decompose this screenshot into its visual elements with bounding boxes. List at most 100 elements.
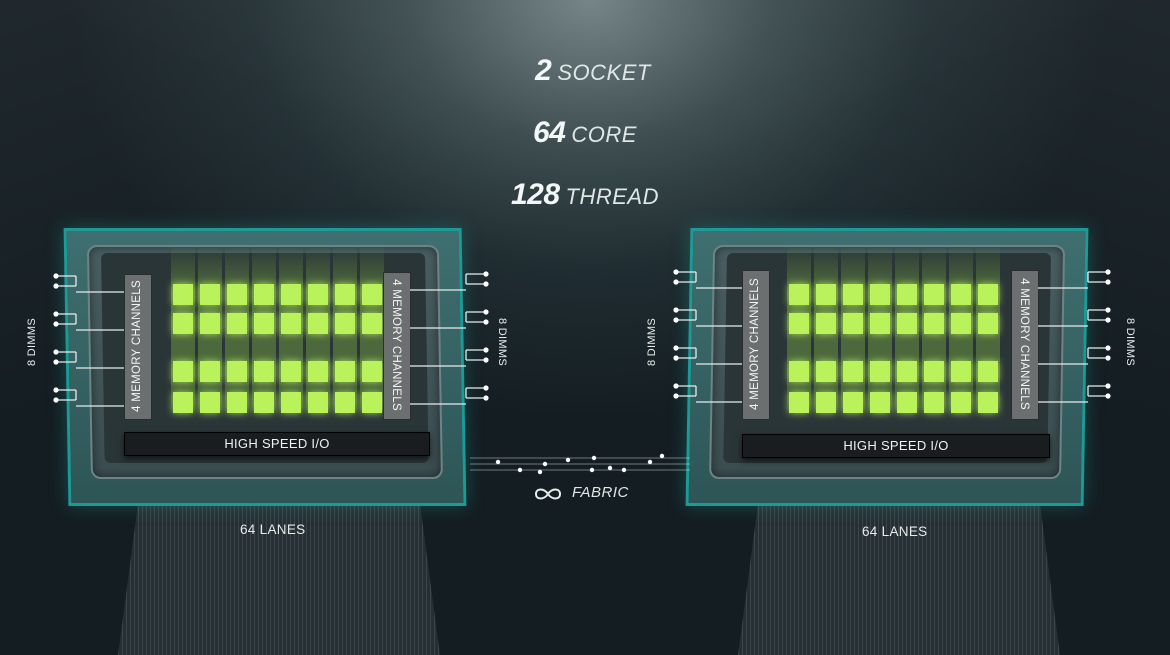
fabric-signal-dot [589,467,595,473]
cpu-core [254,392,274,413]
cpu-core [924,392,944,413]
cpu-core [308,361,328,382]
infinity-icon [534,488,562,500]
socket-2-dimms-left: 8 DIMMS [645,318,658,366]
cpu-core [870,361,890,382]
socket-unit: SOCKET [557,60,651,85]
cpu-core [254,313,274,334]
cpu-core [362,392,382,413]
cpu-core [362,313,382,334]
cpu-core [227,392,247,413]
fabric-signal-dot [565,457,571,463]
socket-1-memory-left-label: 4 MEMORY CHANNELS [131,280,143,412]
dimm-pin [53,359,59,365]
cpu-core [789,313,809,334]
dimm-pin [1105,317,1111,323]
dimm-pin [483,347,489,353]
dimm-pin [673,279,679,285]
dimm-pin [53,311,59,317]
dimm-pin [1105,345,1111,351]
dimm-pin [483,385,489,391]
fabric-signal-dot [607,465,613,471]
cpu-core [951,361,971,382]
socket-1-memory-left [124,274,152,420]
dimm-pin [673,393,679,399]
socket-2-memory-right [1011,270,1039,420]
cpu-core [308,313,328,334]
cpu-core [870,392,890,413]
dimm-pin [483,281,489,287]
cpu-core [951,284,971,305]
socket-1-dimms-left: 8 DIMMS [25,318,38,366]
cpu-core [978,392,998,413]
cpu-core [227,284,247,305]
cpu-core [870,284,890,305]
fabric-signal-dot [542,461,548,467]
cpu-core [816,392,836,413]
cpu-core [200,313,220,334]
cpu-core [897,313,917,334]
cpu-core [843,361,863,382]
dimm-pin [673,355,679,361]
fabric-signal-dot [659,453,665,459]
dimm-pin [1105,355,1111,361]
dimm-pin [53,273,59,279]
dimm-pin [673,269,679,275]
cpu-core [227,361,247,382]
cpu-core [281,313,301,334]
cpu-core [951,392,971,413]
socket-2-memory-right-label: 4 MEMORY CHANNELS [1018,278,1030,410]
cpu-core [335,284,355,305]
core-unit: CORE [571,122,637,147]
cpu-core [978,313,998,334]
cpu-core [897,284,917,305]
cpu-core [951,313,971,334]
dimm-pin [673,317,679,323]
cpu-core [200,284,220,305]
socket-1-memory-right [383,272,411,420]
socket-2-dimms-right: 8 DIMMS [1123,318,1136,366]
cpu-core [335,313,355,334]
socket-1-lanes-label: 64 LANES [240,522,306,537]
socket-2-memory-left [742,270,770,420]
cpu-core [870,313,890,334]
thread-number: 128 [510,178,560,211]
socket-2-memory-left-label: 4 MEMORY CHANNELS [749,278,761,410]
dimm-pin [1105,383,1111,389]
dimm-pin [483,309,489,315]
dimm-pin [1105,393,1111,399]
cpu-core [843,392,863,413]
dimm-pin [1105,279,1111,285]
socket-number: 2 [535,54,552,87]
fabric-signal-dot [517,467,523,473]
socket-1-high-speed-io: HIGH SPEED I/O [124,432,430,456]
core-number: 64 [533,116,566,149]
thread-unit: THREAD [565,184,659,209]
socket-1-dimms-right: 8 DIMMS [495,318,508,366]
cpu-core [924,361,944,382]
dimm-pin [53,349,59,355]
cpu-core [308,284,328,305]
dimm-pin [673,383,679,389]
fabric-signal-dot [537,469,543,475]
cpu-core [227,313,247,334]
cpu-core [978,361,998,382]
cpu-core [254,361,274,382]
cpu-core [978,284,998,305]
dimm-pin [673,345,679,351]
cpu-core [254,284,274,305]
dimm-pin [53,387,59,393]
cpu-core [789,284,809,305]
cpu-core [924,284,944,305]
dimm-pin [53,397,59,403]
dimm-pin [53,283,59,289]
dimm-pin [483,319,489,325]
cpu-core [816,361,836,382]
fabric-label: FABRIC [572,484,629,501]
cpu-core [173,284,193,305]
fabric-signal-dot [621,467,627,473]
cpu-core [281,361,301,382]
